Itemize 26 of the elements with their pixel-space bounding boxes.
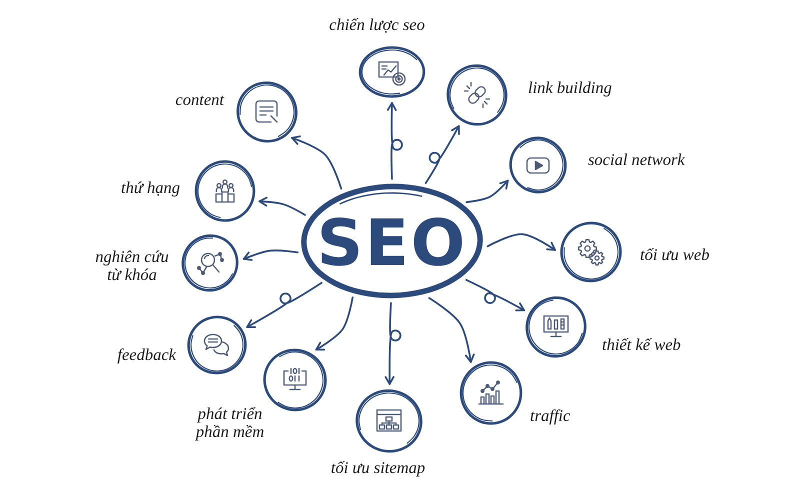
node-label: chiến lược seo xyxy=(329,16,425,34)
node-label: traffic xyxy=(530,406,570,426)
curved-arrow xyxy=(291,135,342,190)
node-label: thiết kế web xyxy=(602,336,681,354)
curved-arrow xyxy=(424,125,460,184)
node-label: link building xyxy=(528,78,612,98)
curved-arrow xyxy=(466,180,509,204)
node-label: nghiên cứu từ khóa xyxy=(94,248,170,284)
curved-arrow xyxy=(386,102,403,180)
node-label: thứ hạng xyxy=(121,178,180,198)
curved-arrow xyxy=(258,196,306,216)
curved-arrow xyxy=(384,302,402,385)
curved-arrow xyxy=(246,282,322,328)
center-ellipse xyxy=(299,182,485,300)
curved-arrow xyxy=(465,279,526,312)
center-title: SEO xyxy=(316,216,468,272)
curved-arrow xyxy=(486,233,556,251)
node-label: feedback xyxy=(117,346,176,364)
node-label: tối ưu web xyxy=(640,246,710,264)
curved-arrow xyxy=(428,297,475,363)
node-label: phát triển phần mềm xyxy=(194,404,266,442)
node-label: content xyxy=(175,90,224,110)
curved-arrow xyxy=(242,250,299,261)
node-label: social network xyxy=(588,150,685,170)
curved-arrow xyxy=(315,296,354,351)
node-label: tối ưu sitemap xyxy=(330,458,426,478)
